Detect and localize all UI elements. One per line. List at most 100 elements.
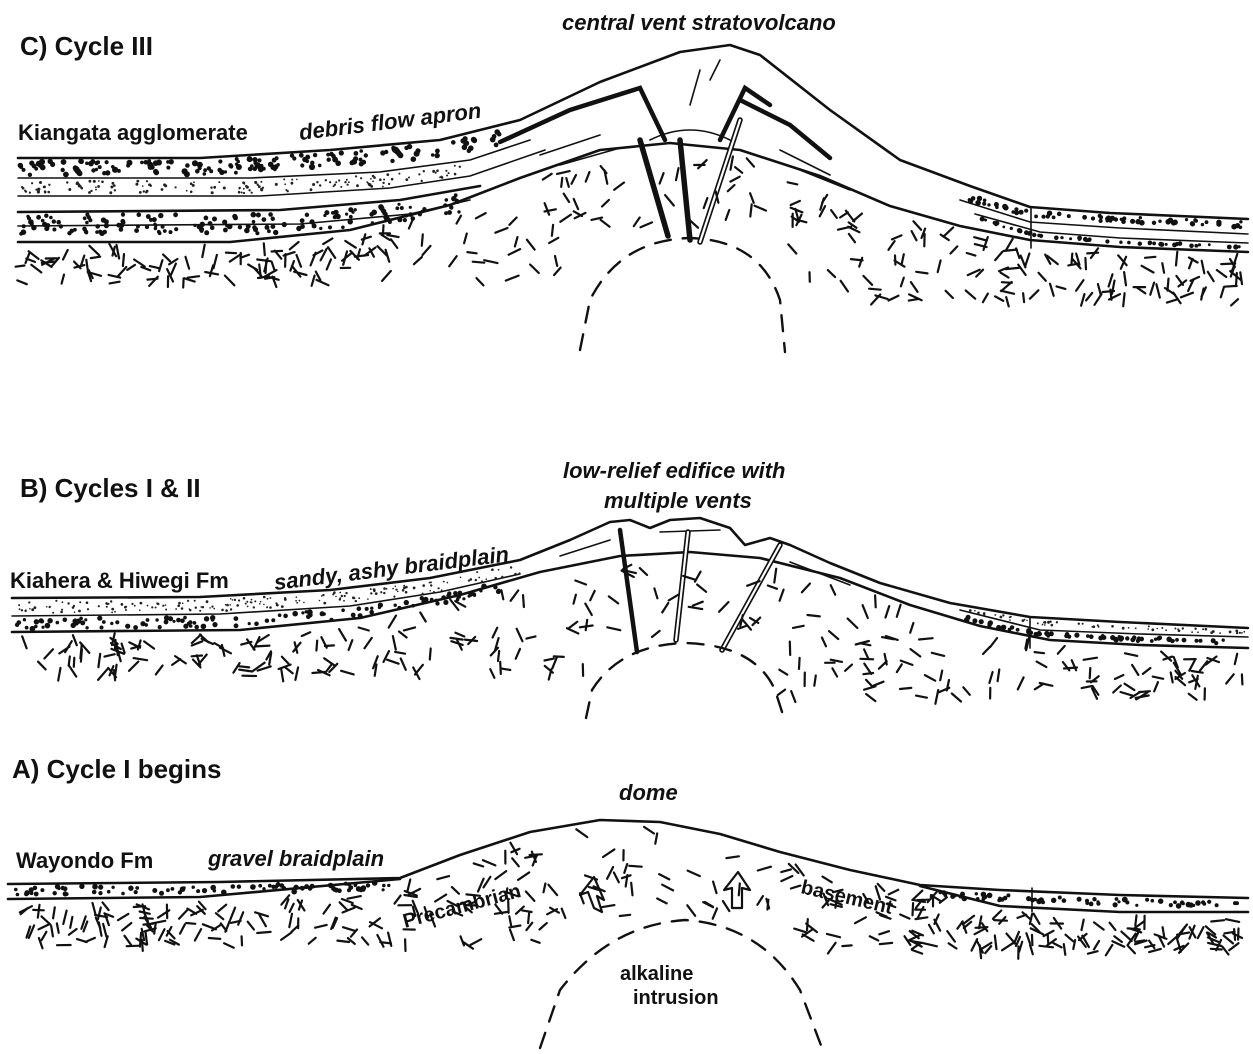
sediment-grain: [55, 600, 57, 602]
sediment-grain: [313, 153, 317, 157]
sediment-grain: [1169, 903, 1173, 907]
sediment-grain: [352, 616, 355, 619]
basement-fabric-mark: [863, 605, 868, 618]
sediment-grain: [409, 206, 412, 209]
sediment-grain: [355, 600, 357, 602]
basement-fabric-mark: [1176, 252, 1177, 266]
panel-c-vent-center: [680, 140, 690, 240]
sediment-grain: [192, 886, 195, 889]
sediment-grain: [371, 221, 374, 224]
basement-fabric-mark: [669, 595, 679, 601]
sediment-grain: [280, 883, 285, 888]
sediment-grain: [336, 214, 341, 219]
sediment-grain: [16, 893, 20, 897]
sediment-grain: [97, 616, 102, 621]
basement-fabric-mark: [828, 943, 836, 954]
basement-fabric-mark: [853, 214, 862, 221]
sediment-grain: [61, 609, 63, 611]
basement-fabric-mark: [62, 275, 64, 284]
sediment-grain: [1172, 639, 1175, 642]
basement-fabric-mark: [560, 215, 571, 222]
sediment-grain: [1158, 636, 1163, 641]
sediment-grain: [22, 187, 25, 190]
sediment-grain: [1051, 624, 1054, 627]
basement-fabric-mark: [264, 243, 265, 255]
sediment-grain: [150, 185, 152, 187]
sediment-grain: [95, 168, 98, 171]
sediment-grain: [1175, 638, 1179, 642]
basement-fabric-mark: [949, 943, 957, 948]
sediment-grain: [156, 160, 162, 166]
basement-fabric-mark: [603, 849, 614, 857]
sediment-grain: [384, 150, 388, 154]
basement-fabric-mark: [848, 227, 859, 232]
basement-fabric-mark: [863, 673, 873, 674]
sediment-grain: [1151, 628, 1154, 631]
sediment-grain: [139, 609, 141, 611]
sediment-grain: [124, 606, 127, 609]
sediment-grain: [386, 588, 388, 590]
sediment-grain: [441, 595, 446, 600]
basement-fabric-mark: [159, 260, 162, 271]
sediment-grain: [206, 600, 209, 603]
sediment-grain: [345, 213, 348, 216]
basement-fabric-mark: [501, 590, 503, 599]
basement-fabric-mark: [118, 267, 127, 276]
basement-fabric-mark: [910, 623, 913, 633]
basement-fabric-mark: [845, 665, 852, 671]
sediment-grain: [301, 611, 304, 614]
sediment-grain: [244, 183, 246, 185]
sediment-grain: [25, 190, 27, 192]
sediment-grain: [79, 601, 81, 603]
sediment-grain: [1139, 637, 1144, 642]
basement-fabric-mark: [1235, 654, 1237, 664]
sediment-grain: [347, 184, 349, 186]
sediment-grain: [52, 219, 56, 223]
sediment-grain: [305, 610, 308, 613]
basement-fabric-mark: [545, 203, 550, 215]
basement-fabric-mark: [730, 177, 739, 182]
sediment-grain: [61, 168, 65, 172]
sediment-grain: [510, 566, 512, 568]
basement-fabric-mark: [63, 250, 68, 260]
basement-fabric-mark: [569, 622, 578, 629]
sediment-grain: [183, 624, 188, 629]
panel-c-lava-layer-left: [500, 88, 665, 142]
basement-fabric-mark: [430, 649, 431, 660]
sediment-grain: [447, 210, 452, 215]
panel-b-intrusion-outline: [586, 643, 784, 718]
sediment-grain: [982, 894, 988, 900]
sediment-grain: [1039, 234, 1043, 238]
sediment-grain: [475, 579, 477, 581]
basement-fabric-mark: [470, 939, 481, 945]
sediment-grain: [1044, 624, 1046, 626]
basement-fabric-mark: [1110, 923, 1116, 930]
basement-fabric-mark: [16, 266, 25, 267]
sediment-grain: [472, 592, 476, 596]
sediment-grain: [41, 219, 45, 223]
sediment-grain: [260, 181, 262, 183]
sediment-grain: [114, 611, 116, 613]
sediment-grain: [1197, 631, 1199, 633]
basement-fabric-mark: [129, 662, 138, 671]
basement-fabric-mark: [522, 910, 531, 912]
basement-fabric-mark: [31, 265, 41, 273]
sediment-grain: [128, 886, 133, 891]
basement-fabric-mark: [144, 641, 154, 648]
basement-fabric-mark: [849, 234, 855, 242]
basement-fabric-mark: [575, 581, 586, 585]
basement-fabric-mark: [1125, 684, 1135, 690]
sediment-grain: [334, 888, 339, 893]
basement-fabric-mark: [1234, 929, 1235, 940]
basement-fabric-mark: [328, 247, 335, 258]
sediment-grain: [1111, 625, 1114, 628]
basement-fabric-mark: [343, 927, 355, 931]
sediment-grain: [458, 591, 463, 596]
sediment-grain: [296, 179, 298, 181]
sediment-grain: [238, 225, 242, 229]
sediment-grain: [252, 157, 257, 162]
basement-fabric-mark: [393, 636, 396, 650]
basement-fabric-mark: [654, 588, 657, 598]
sediment-grain: [110, 600, 112, 602]
sediment-grain: [44, 214, 48, 218]
